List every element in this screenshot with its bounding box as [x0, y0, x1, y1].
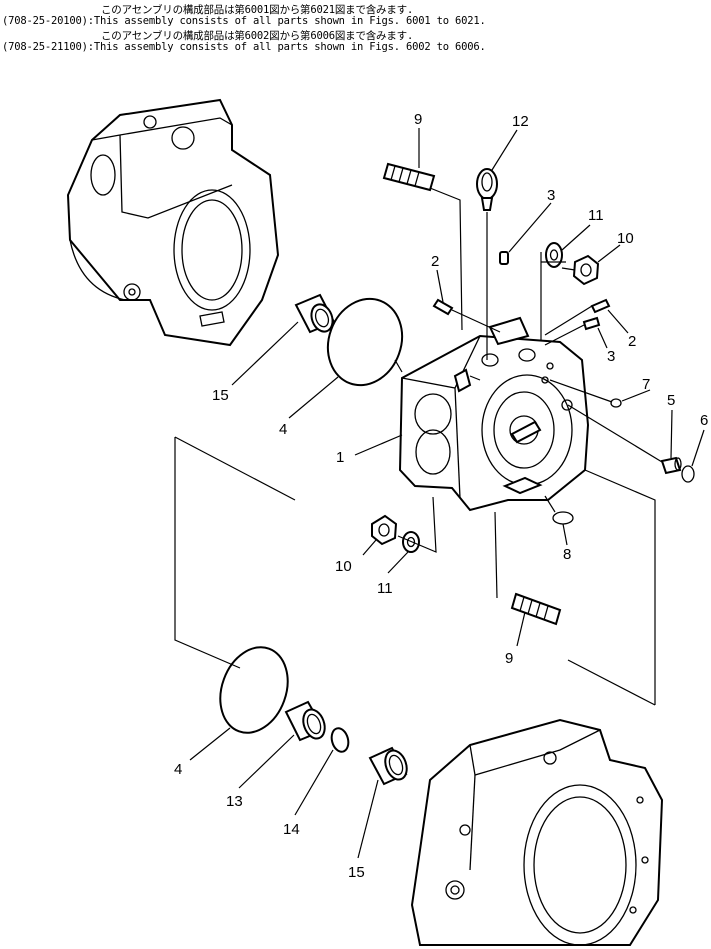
callout-10-lower: 10 — [335, 558, 352, 575]
callout-15-upper: 15 — [212, 387, 229, 404]
callout-1: 1 — [336, 449, 344, 466]
large-o-ring-lower — [219, 646, 289, 734]
callout-4-lower: 4 — [174, 761, 182, 778]
pump-body — [398, 316, 590, 512]
callout-11-upper: 11 — [588, 207, 604, 224]
plug-2-right — [590, 298, 611, 314]
callout-3-right: 3 — [607, 348, 615, 365]
callout-14: 14 — [283, 821, 300, 838]
snap-ring-14 — [330, 727, 350, 753]
o-ring-7 — [610, 398, 622, 408]
callout-10-upper: 10 — [617, 230, 634, 247]
large-o-ring-upper — [326, 297, 404, 387]
callout-labels: 1 2 2 3 3 4 4 5 6 7 8 9 9 10 10 11 11 12… — [174, 111, 708, 881]
header-line-3: このアセンブリの構成部品は第6002図から第6006図まで含みます. — [101, 30, 414, 42]
callout-6: 6 — [700, 412, 708, 429]
callout-4-upper: 4 — [279, 421, 287, 438]
callout-7: 7 — [642, 376, 650, 393]
callout-11-lower: 11 — [377, 580, 393, 597]
plug-3-right — [582, 316, 601, 331]
alignment-lines — [174, 187, 663, 706]
callout-9-lower: 9 — [505, 650, 513, 667]
callout-9-upper: 9 — [414, 111, 422, 128]
callout-13: 13 — [226, 793, 243, 810]
bearing-15-lower — [368, 746, 408, 786]
callout-3-upper: 3 — [547, 187, 555, 204]
o-ring-6 — [681, 465, 695, 483]
callout-2-left: 2 — [431, 253, 439, 270]
bearing-13 — [284, 700, 326, 742]
bearing-15-upper — [294, 293, 336, 334]
callout-2-right: 2 — [628, 333, 636, 350]
eyebolt — [476, 168, 498, 211]
stud-lower — [510, 592, 562, 626]
header-line-1: このアセンブリの構成部品は第6001図から第6021図まで含みます. — [101, 4, 414, 16]
callout-8: 8 — [563, 546, 571, 563]
nut-lower — [371, 514, 398, 546]
nut-upper — [572, 254, 600, 286]
plug-2-left — [432, 298, 454, 316]
callout-12: 12 — [512, 113, 529, 130]
header-line-4: (708-25-21100):This assembly consists of… — [2, 41, 486, 53]
plug-3-upper — [499, 251, 509, 265]
plug-5 — [660, 456, 682, 475]
lower-pump-housing — [410, 718, 664, 946]
leader-lines — [189, 128, 705, 859]
washer-upper — [545, 242, 563, 268]
callout-15-lower: 15 — [348, 864, 365, 881]
o-ring-8 — [552, 511, 574, 525]
header-line-2: (708-25-20100):This assembly consists of… — [2, 15, 486, 27]
callout-5: 5 — [667, 392, 675, 409]
upper-pump-housing — [66, 98, 280, 347]
stud-upper — [382, 162, 436, 192]
